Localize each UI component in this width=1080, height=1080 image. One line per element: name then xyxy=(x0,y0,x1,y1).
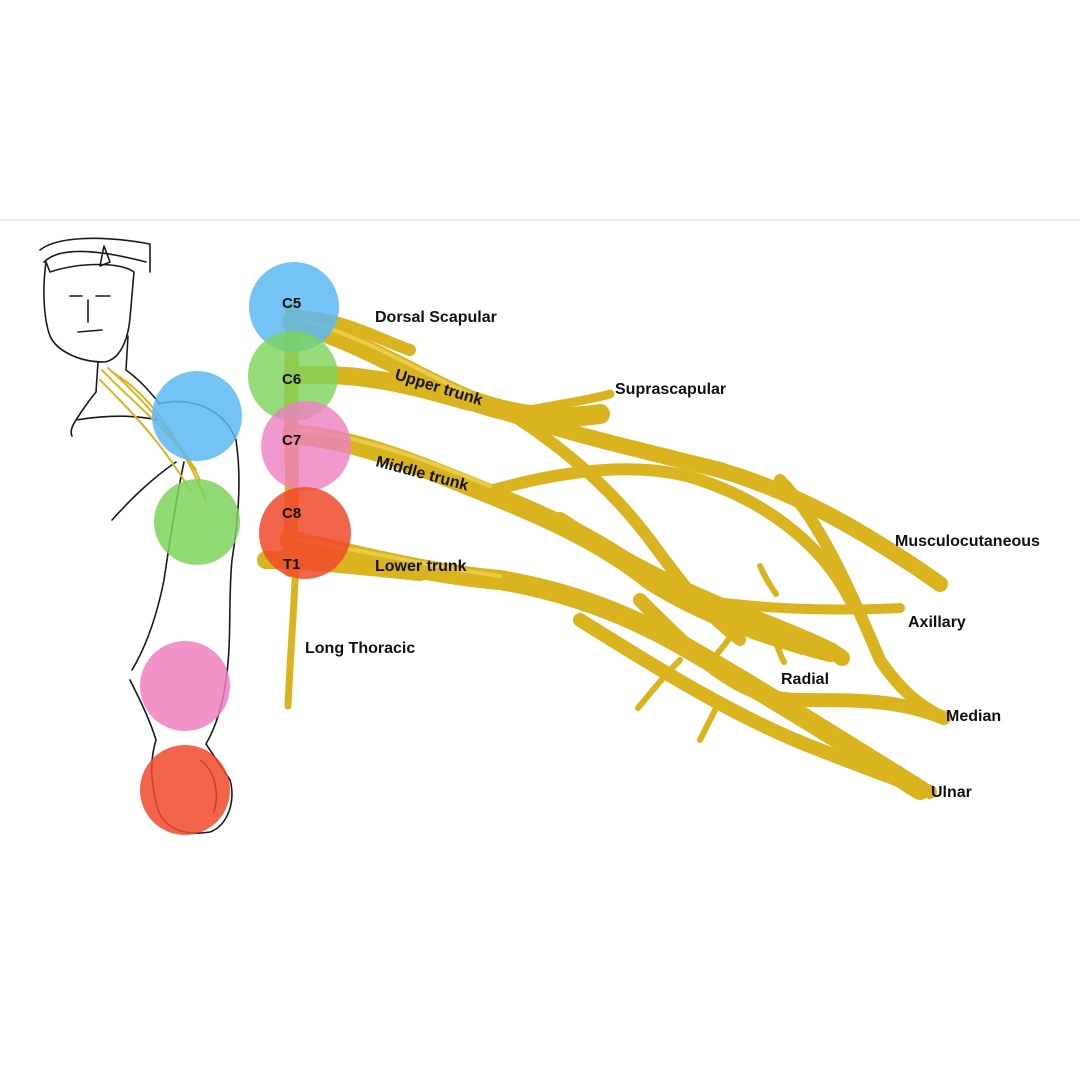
median-nerve xyxy=(633,593,951,725)
small-branch-3 xyxy=(709,617,743,663)
ulnar-nerve xyxy=(573,613,937,799)
root-c5-label: C5 xyxy=(282,295,301,312)
lower-trunk-label: Lower trunk xyxy=(375,558,467,575)
root-labels: C5 C6 C7 C8 T1 xyxy=(282,295,301,573)
small-branch-4 xyxy=(767,627,787,665)
axillary-label: Axillary xyxy=(908,614,966,631)
long-thoracic-nerve xyxy=(284,556,300,710)
hair-line xyxy=(43,245,147,267)
radial-nerve xyxy=(552,512,850,666)
small-branch-2 xyxy=(697,697,723,743)
root-c5-circle xyxy=(249,262,339,352)
root-c6-label: C6 xyxy=(282,371,301,388)
dermatome-c7-circle xyxy=(140,641,230,731)
root-c8-label: C8 xyxy=(282,505,301,522)
neck-outline xyxy=(95,335,161,405)
small-branch-1 xyxy=(635,657,683,711)
root-c8-circle xyxy=(259,487,351,579)
nerve-labels: Dorsal Scapular Upper trunk Suprascapula… xyxy=(305,309,1040,801)
head-outline xyxy=(39,237,151,363)
dermatome-c8-circle xyxy=(140,745,230,835)
root-c7-circle xyxy=(261,401,351,491)
shoulder-line xyxy=(70,391,159,437)
radial-label: Radial xyxy=(781,671,829,688)
face-features xyxy=(69,295,111,333)
small-branch-5 xyxy=(757,563,779,597)
suprascapular-nerve xyxy=(525,389,615,415)
root-c7-label: C7 xyxy=(282,432,301,449)
median-label: Median xyxy=(946,708,1001,725)
dorsal-scapular-label: Dorsal Scapular xyxy=(375,309,497,326)
suprascapular-label: Suprascapular xyxy=(615,381,726,398)
header-divider xyxy=(0,219,1080,221)
dermatome-c6-circle xyxy=(154,479,240,565)
root-circles xyxy=(248,262,351,579)
plexus-nerves xyxy=(257,303,951,800)
root-c6-circle xyxy=(248,331,338,421)
dermatome-c5-circle xyxy=(152,371,242,461)
long-thoracic-label: Long Thoracic xyxy=(305,640,415,657)
lateral-cord xyxy=(472,396,948,592)
middle-branch-upper xyxy=(474,463,856,606)
ulnar-label: Ulnar xyxy=(931,784,972,801)
root-t1-label: T1 xyxy=(283,556,301,573)
musculocutaneous-label: Musculocutaneous xyxy=(895,533,1040,550)
axillary-nerve xyxy=(695,595,905,615)
median-lateral-root xyxy=(774,474,950,724)
dermatome-circles xyxy=(140,371,242,835)
